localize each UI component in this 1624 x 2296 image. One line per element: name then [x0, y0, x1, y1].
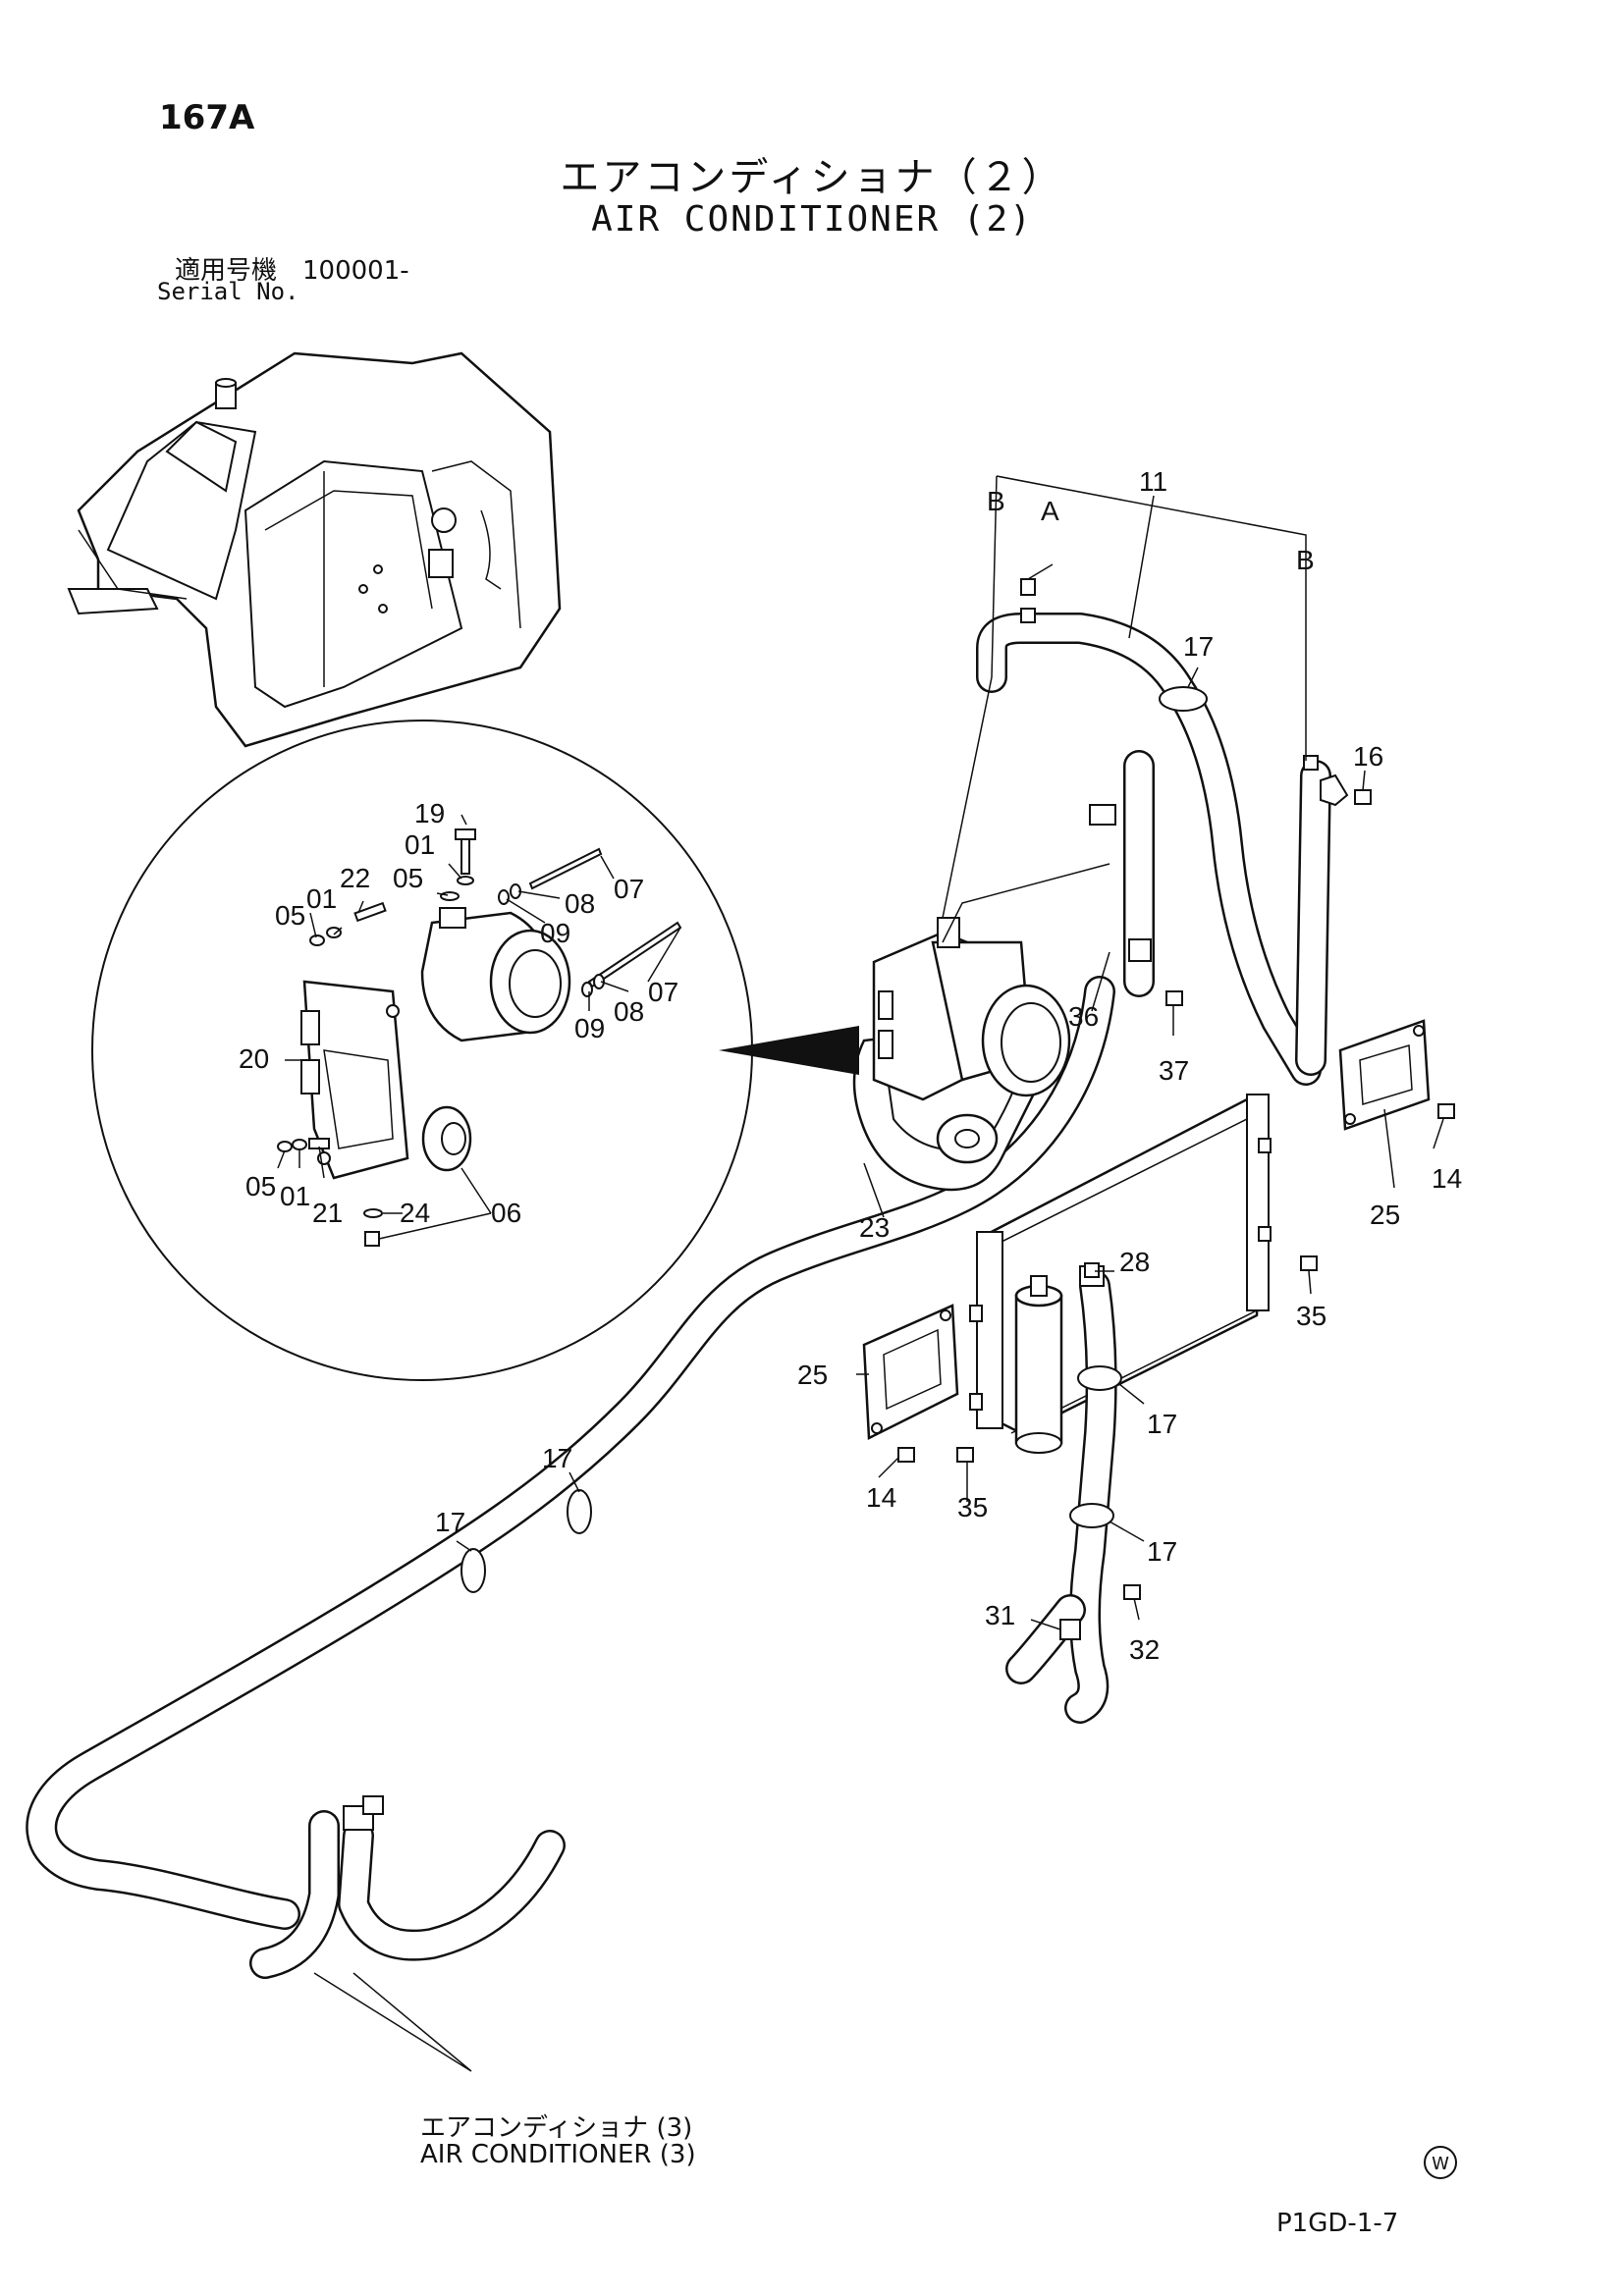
detail-callout-22: 22 [340, 863, 370, 893]
title-japanese: エアコンディショナ（２） [560, 155, 1064, 200]
leader-lines [313, 475, 1444, 2072]
serial-label-english: Serial No. [157, 278, 299, 305]
detail-callout-24: 24 [400, 1198, 430, 1228]
detail-circle [91, 720, 859, 1381]
detail-callout-07-top: 07 [614, 874, 644, 904]
callout-23: 23 [859, 1212, 890, 1243]
callout-35-right: 35 [1296, 1301, 1326, 1331]
callout-36: 36 [1068, 1001, 1099, 1032]
callouts-main: 11 A B B 17 16 36 37 14 25 23 28 35 25 1… [435, 466, 1462, 1665]
callout-14-left: 14 [866, 1482, 896, 1513]
detail-callout-01-bottom: 01 [280, 1181, 310, 1211]
detail-callout-05-mid: 05 [275, 900, 305, 931]
bracket-right-25 [1338, 1019, 1431, 1131]
detail-callout-01-mid: 01 [306, 883, 337, 914]
callout-14-right: 14 [1432, 1163, 1462, 1194]
callout-a: A [1041, 496, 1059, 526]
title-english: AIR CONDITIONER (2) [591, 199, 1033, 240]
drawing-code: P1GD-1-7 [1276, 2209, 1399, 2238]
callout-35-left: 35 [957, 1492, 988, 1522]
callout-16: 16 [1353, 741, 1383, 772]
bracket-left-25 [862, 1304, 959, 1440]
detail-callout-09-right: 09 [574, 1013, 605, 1043]
callout-b-right: B [1296, 545, 1315, 575]
callout-25-left: 25 [797, 1360, 828, 1390]
callout-b-left: B [987, 486, 1005, 516]
bolts [897, 789, 1455, 1600]
page-code: 167A [159, 98, 255, 137]
callout-37: 37 [1159, 1055, 1189, 1086]
callout-17-top: 17 [1183, 631, 1214, 662]
callout-25-right: 25 [1370, 1200, 1400, 1230]
callout-17-mid: 17 [1147, 1409, 1177, 1439]
machine-cab-sketch [67, 351, 562, 748]
cross-reference-english: AIR CONDITIONER (3) [420, 2140, 696, 2169]
cross-reference-japanese: エアコンディショナ (3) [420, 2113, 693, 2143]
callout-31: 31 [985, 1600, 1015, 1630]
detail-callout-09-top: 09 [540, 918, 570, 948]
watermark-w: W [1424, 2146, 1457, 2179]
detail-callout-20: 20 [239, 1043, 269, 1074]
callout-32: 32 [1129, 1634, 1160, 1665]
serial-label-japanese: 適用号機 100001- [175, 256, 409, 286]
detail-callout-07-right: 07 [648, 977, 678, 1007]
detail-callout-01-top: 01 [405, 829, 435, 860]
callout-17-hose-right: 17 [542, 1443, 572, 1473]
callout-17-hose-left: 17 [435, 1507, 465, 1537]
callouts-detail: 19 01 05 07 08 09 22 01 05 20 07 08 09 0… [239, 798, 678, 1228]
detail-callout-08-top: 08 [565, 888, 595, 919]
detail-callout-21: 21 [312, 1198, 343, 1228]
callout-11: 11 [1139, 466, 1167, 497]
detail-callout-05-top: 05 [393, 863, 423, 893]
receiver-drier [1005, 1265, 1117, 1724]
detail-callout-05-bottom: 05 [245, 1171, 276, 1201]
compressor-assembly [852, 676, 1110, 1192]
detail-callout-19: 19 [414, 798, 445, 828]
clamp-17-group [460, 686, 1208, 1640]
detail-callout-08-right: 08 [614, 996, 644, 1027]
detail-callout-06: 06 [491, 1198, 521, 1228]
callout-28: 28 [1119, 1247, 1150, 1277]
callout-17-low: 17 [1147, 1536, 1177, 1567]
